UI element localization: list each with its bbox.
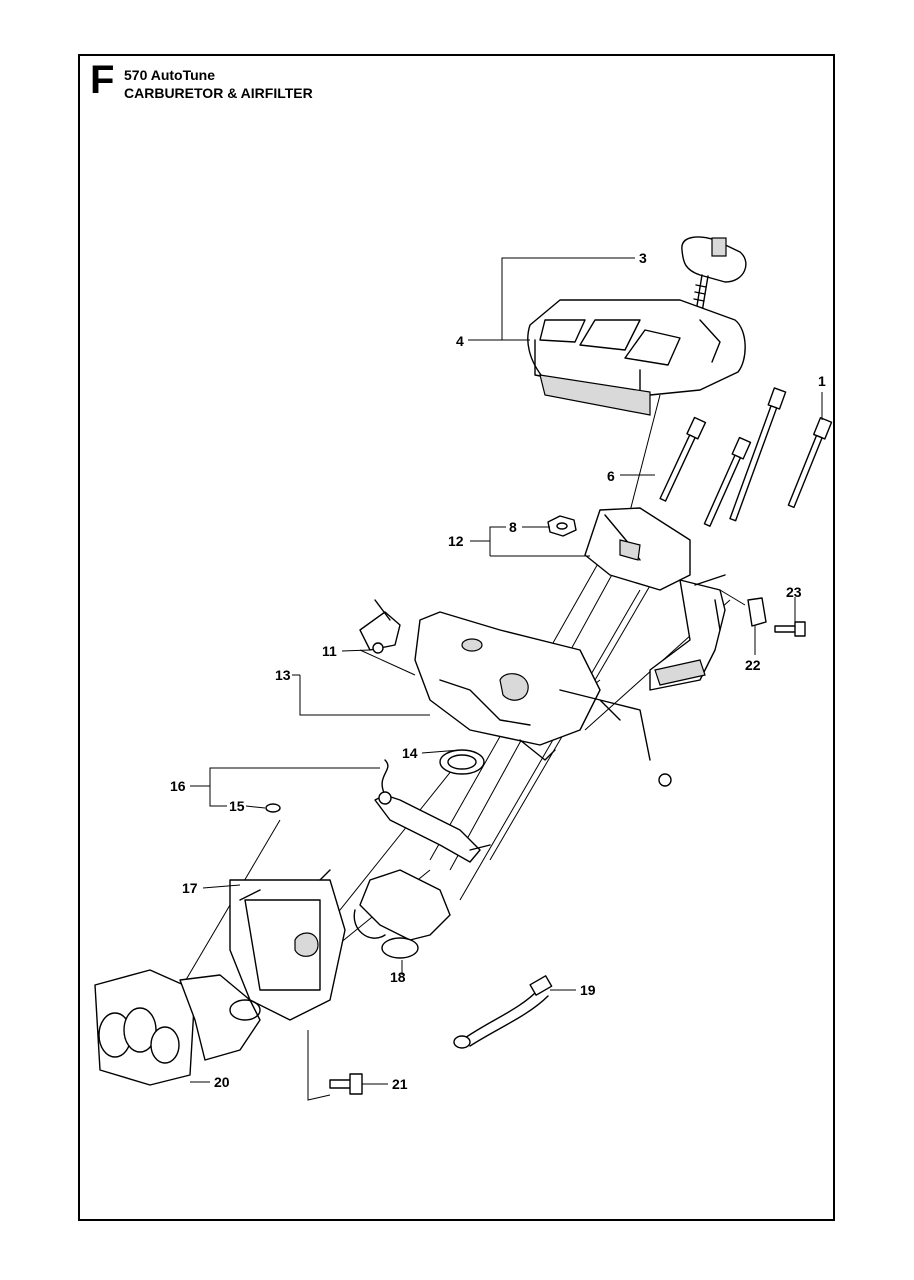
intake-boot-part xyxy=(353,869,451,959)
callout-1: 1 xyxy=(818,373,826,389)
throttle-rod-part xyxy=(374,759,491,863)
intake-flange-part xyxy=(94,969,261,1086)
callout-4: 4 xyxy=(456,333,464,349)
clip-part xyxy=(747,597,767,627)
callout-15: 15 xyxy=(229,798,245,814)
callout-13: 13 xyxy=(275,667,291,683)
callout-20: 20 xyxy=(214,1074,230,1090)
callout-22: 22 xyxy=(745,657,761,673)
callout-23: 23 xyxy=(786,584,802,600)
choke-lever-part xyxy=(359,599,401,654)
callout-6: 6 xyxy=(607,468,615,484)
callout-11: 11 xyxy=(322,643,337,659)
callout-3: 3 xyxy=(639,250,647,266)
callout-leader-lines xyxy=(190,257,823,1101)
bolt-parts xyxy=(659,387,833,527)
callout-14: 14 xyxy=(402,745,418,761)
flange-screw-part xyxy=(329,1073,363,1095)
nut-part xyxy=(547,515,577,537)
impulse-hose-part xyxy=(453,975,553,1049)
small-screw-part xyxy=(774,621,806,637)
callout-labels: 1 3 4 6 8 11 12 13 14 15 16 17 18 19 20 … xyxy=(170,250,826,1092)
intake-manifold-part xyxy=(229,869,346,1021)
callout-19: 19 xyxy=(580,982,596,998)
callout-17: 17 xyxy=(182,880,198,896)
callout-12: 12 xyxy=(448,533,464,549)
diagram-title: CARBURETOR & AIRFILTER xyxy=(124,85,313,101)
callout-21: 21 xyxy=(392,1076,408,1092)
callout-18: 18 xyxy=(390,969,406,985)
air-filter-cover-part xyxy=(527,299,746,416)
drawing-frame xyxy=(78,54,835,1221)
callout-16: 16 xyxy=(170,778,186,794)
carburetor-part xyxy=(414,611,672,787)
gasket-part xyxy=(439,749,485,775)
section-letter: F xyxy=(90,58,115,102)
callout-8: 8 xyxy=(509,519,517,535)
carburetor-bracket-part xyxy=(584,507,726,691)
model-name: 570 AutoTune xyxy=(124,67,216,83)
washer-part xyxy=(265,803,281,813)
